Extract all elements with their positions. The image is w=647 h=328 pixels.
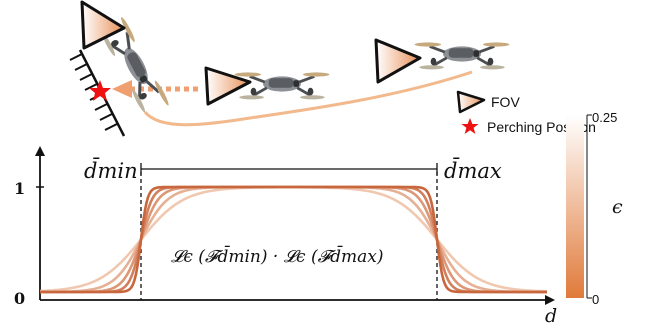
drone-middle — [233, 70, 331, 101]
drone-start — [413, 40, 511, 71]
plot: 1 0 d d̄min d̄max 𝓛ϵ (𝓕d̄min) · 𝓛ϵ (𝓕d̄m… — [14, 146, 557, 327]
colorbar-max-label: 0.25 — [592, 110, 617, 125]
y-tick-0: 0 — [14, 289, 25, 308]
x-axis-label: d — [545, 305, 557, 327]
curve-1 — [39, 185, 548, 293]
trajectory-path — [143, 70, 473, 127]
d-max-label: d̄max — [444, 157, 502, 183]
approach-arrow — [112, 80, 198, 98]
curve-group — [39, 185, 548, 294]
formula: 𝓛ϵ (𝓕d̄min) · 𝓛ϵ (𝓕d̄max) — [171, 244, 384, 267]
fov-icon-drone-start — [374, 38, 422, 84]
perching-legend-star-icon — [461, 118, 479, 134]
range-bracket — [140, 163, 438, 175]
colorbar-gradient — [566, 115, 584, 298]
colorbar-symbol: ϵ — [612, 196, 623, 218]
fov-icon-drone-middle — [204, 66, 252, 106]
fov-legend-icon — [456, 90, 486, 114]
perching-star-icon — [89, 80, 111, 101]
colorbar: 0.25 0 ϵ — [566, 110, 623, 307]
fov-icon-drone-perched — [80, 0, 126, 50]
fov-legend-label: FOV — [491, 94, 520, 110]
colorbar-min-label: 0 — [592, 292, 599, 307]
y-tick-1: 1 — [14, 179, 25, 198]
d-min-label: d̄min — [84, 157, 138, 183]
x-axis-arrow-icon — [545, 295, 555, 305]
curve-5 — [40, 185, 547, 294]
y-axis-arrow-icon — [35, 146, 45, 156]
curve-2 — [40, 185, 547, 294]
perching-illustration — [69, 0, 511, 137]
